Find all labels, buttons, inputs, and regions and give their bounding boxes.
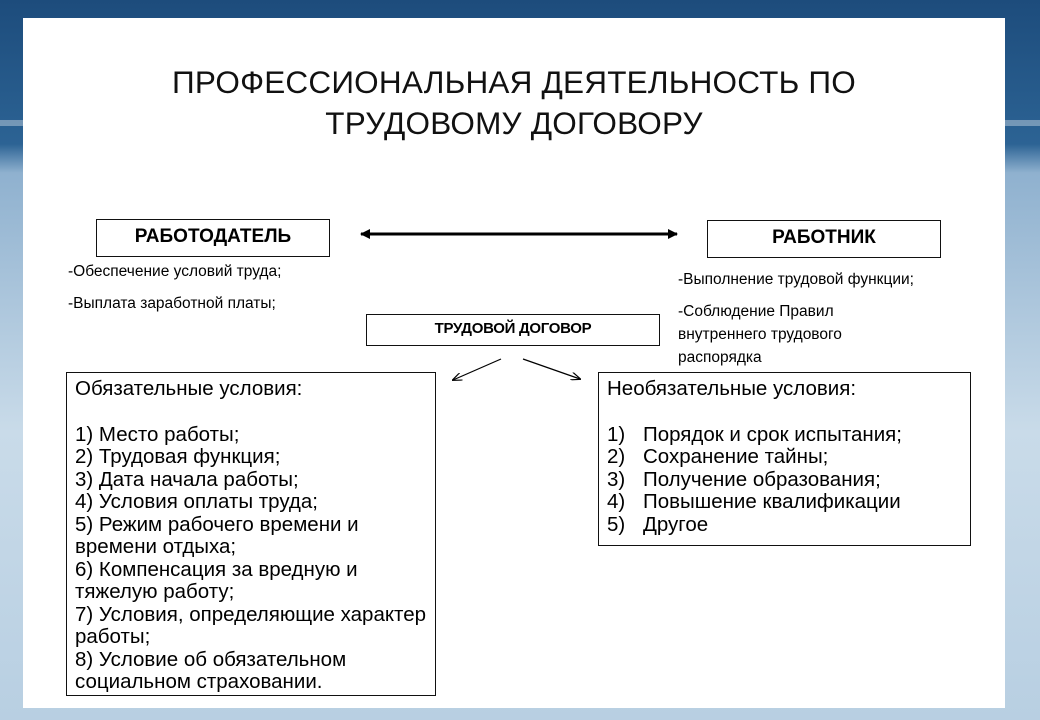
title-line-2: ТРУДОВОМУ ДОГОВОРУ (325, 105, 703, 141)
employee-duty: -Выполнение трудовой функции; (678, 271, 914, 288)
list-item: 4) Повышение квалификации (607, 490, 962, 514)
list-item: 5) Другое (607, 512, 962, 537)
employer-label: РАБОТОДАТЕЛЬ (134, 226, 292, 247)
list-item: 1) Место работы; (75, 422, 240, 446)
item-text: Повышение квалификации (643, 490, 901, 513)
list-item: 8) Условие об обязательном социальном ст… (75, 647, 347, 693)
item-number: 1) (607, 422, 626, 446)
contract-label: ТРУДОВОЙ ДОГОВОР (434, 320, 592, 337)
list-item: 4) Условия оплаты труда; (75, 490, 318, 513)
item-number: 4) (607, 490, 626, 513)
list-item: 3) Получение образования; (607, 467, 962, 492)
arrow-to-optional (522, 358, 580, 379)
item-number: 2) (607, 445, 626, 468)
item-text: Другое (643, 512, 709, 536)
item-text: Сохранение тайны; (643, 445, 829, 468)
employee-label: РАБОТНИК (772, 227, 876, 248)
list-item: 2) Сохранение тайны; (607, 445, 962, 469)
employer-duty: -Выплата заработной платы; (68, 295, 276, 312)
list-item: 3) Дата начала работы; (75, 467, 299, 491)
employer-duty: -Обеспечение условий труда; (68, 263, 282, 280)
slide: ПРОФЕССИОНАЛЬНАЯ ДЕЯТЕЛЬНОСТЬ ПО ТРУДОВО… (23, 18, 1005, 708)
mandatory-list: 1) Место работы; 2) Трудовая функция; 3)… (75, 422, 427, 694)
item-text: Получение образования; (643, 467, 881, 491)
employee-box: РАБОТНИК (707, 220, 941, 258)
optional-heading: Необязательные условия: (607, 377, 857, 400)
item-number: 5) (607, 512, 626, 536)
list-item: 1) Порядок и срок испытания; (607, 422, 962, 447)
arrow-to-mandatory (453, 358, 502, 380)
title-line-1: ПРОФЕССИОНАЛЬНАЯ ДЕЯТЕЛЬНОСТЬ ПО (172, 64, 856, 100)
mandatory-conditions-box: Обязательные условия: 1) Место работы; 2… (66, 372, 436, 696)
optional-conditions-box: Необязательные условия: 1) Порядок и срок… (598, 372, 971, 546)
employer-box: РАБОТОДАТЕЛЬ (96, 219, 330, 257)
list-item: 7) Условия, определяющие характер работы… (75, 602, 427, 648)
list-item: 5) Режим рабочего времени и времени отды… (75, 512, 359, 558)
item-text: Порядок и срок испытания; (643, 422, 902, 446)
list-item: 2) Трудовая функция; (75, 445, 281, 468)
employee-duty: -Соблюдение Правил внутреннего трудового… (678, 303, 842, 366)
connector-arrows (360, 229, 678, 708)
mandatory-heading: Обязательные условия: (75, 377, 303, 400)
slide-title: ПРОФЕССИОНАЛЬНАЯ ДЕЯТЕЛЬНОСТЬ ПО ТРУДОВО… (23, 62, 1005, 144)
optional-list: 1) Порядок и срок испытания; 2) Сохранение… (607, 422, 962, 537)
item-number: 3) (607, 467, 626, 491)
list-item: 6) Компенсация за вредную и тяжелую рабо… (75, 557, 358, 603)
contract-box: ТРУДОВОЙ ДОГОВОР (366, 314, 660, 346)
